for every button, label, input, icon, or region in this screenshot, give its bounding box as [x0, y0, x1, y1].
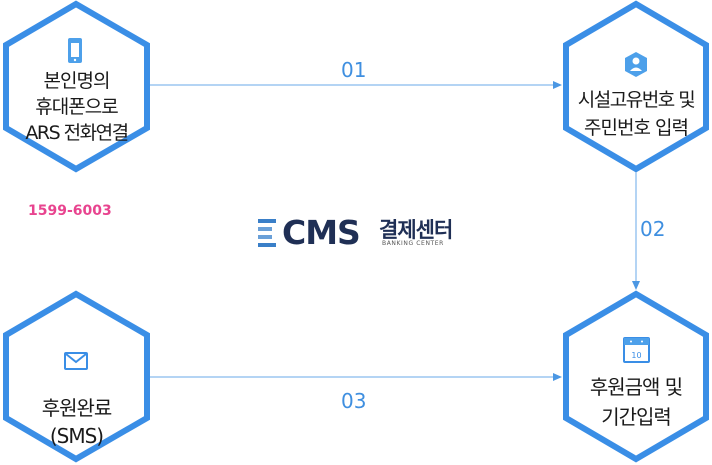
hex-node-ars	[3, 0, 150, 173]
node-label-input-info: 시설고유번호 및 주민번호 입력	[577, 89, 696, 139]
svg-text:10: 10	[631, 351, 641, 360]
user-badge-icon	[625, 52, 647, 77]
hex-node-input-info	[563, 0, 709, 173]
phone-number: 1599-6003	[28, 203, 112, 219]
step-label-01: 01	[341, 58, 367, 82]
logo-brand: CMS	[282, 213, 361, 252]
node-label-complete: 후원완료 (SMS)	[41, 396, 113, 448]
logo-english: BANKING CENTER	[382, 240, 444, 247]
logo-korean: 결제센터	[379, 218, 453, 242]
logo-bars-icon	[258, 219, 278, 247]
calendar-icon: 10	[623, 337, 650, 363]
envelope-icon	[64, 352, 88, 370]
step-label-02: 02	[640, 217, 666, 241]
node-label-ars: 본인명의 휴대폰으로 ARS 전화연결	[25, 70, 129, 144]
node-label-input-amount: 후원금액 및 기간입력	[589, 375, 683, 429]
step-label-03: 03	[341, 389, 367, 413]
hex-node-input-amount	[563, 290, 709, 463]
mobile-phone-icon	[68, 38, 82, 63]
hex-node-complete	[3, 290, 150, 463]
